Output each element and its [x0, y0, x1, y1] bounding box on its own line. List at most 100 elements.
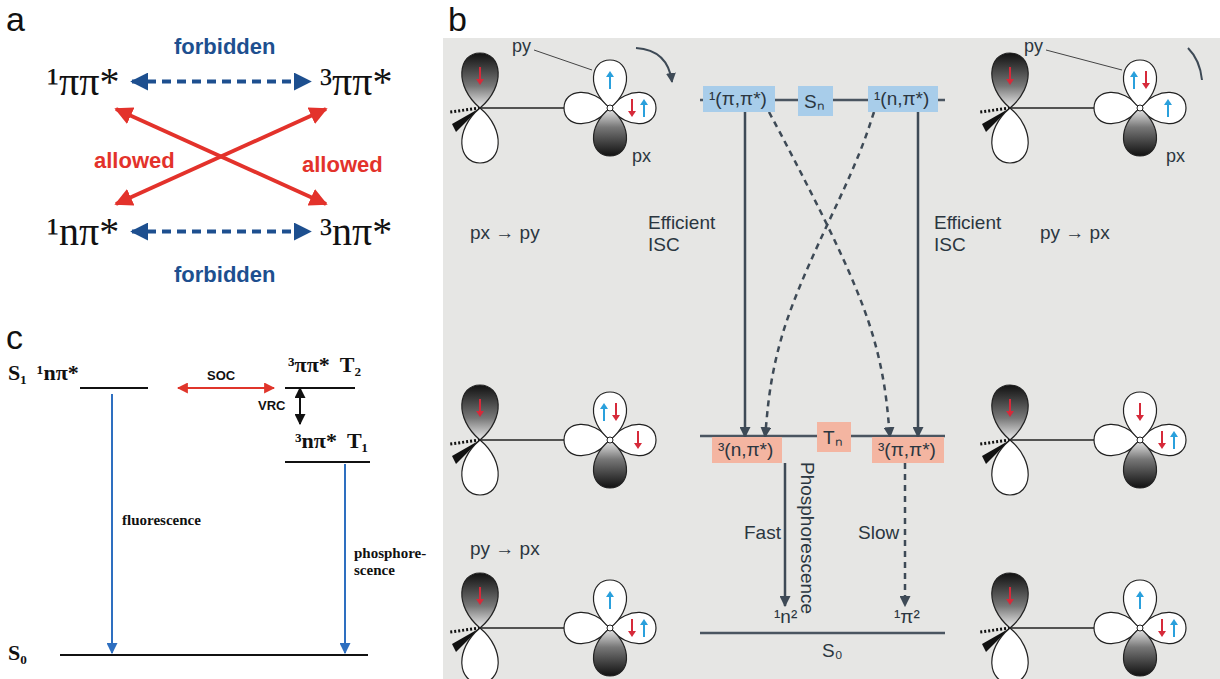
electron-spin-head: [1130, 71, 1138, 77]
transition-arrow: [744, 112, 747, 437]
electron-spin-head: [1142, 83, 1150, 89]
state-label: S₀: [820, 640, 845, 662]
electron-spin-head: [476, 411, 484, 417]
electron-spin: [1139, 595, 1141, 609]
orbital-figure: [980, 53, 1186, 163]
level-text: ³ππ*: [288, 352, 330, 377]
panel-label: c: [6, 318, 23, 357]
orbital-figure: [450, 53, 656, 163]
level-text: ¹n²: [774, 606, 797, 627]
level-text: ¹nπ*: [37, 360, 79, 385]
electron-spin-head: [476, 599, 484, 605]
panel-ground: [443, 38, 1220, 679]
electron-spin: [479, 399, 481, 413]
transition-arrow: [784, 463, 787, 606]
electron-spin-head: [1006, 79, 1014, 85]
state-label: ³ππ*: [318, 58, 397, 105]
transition-label: Efficient ISC: [934, 212, 1018, 256]
transition-arrow: [769, 112, 890, 437]
level-text: ¹ππ*: [47, 59, 119, 104]
transition-arrow: [178, 387, 274, 389]
orbital-lobe: [992, 628, 1028, 679]
state-label: ¹nπ*: [45, 208, 124, 255]
electron-spin: [631, 99, 633, 113]
electron-spin: [1145, 71, 1147, 85]
orbital-lobe: [992, 108, 1028, 163]
orbital-lobe: [992, 440, 1028, 495]
electron-spin: [603, 407, 605, 421]
nucleus: [1137, 625, 1143, 631]
electron-spin-head: [1136, 415, 1144, 421]
orbital-figure: [450, 573, 656, 679]
electron-spin: [1133, 75, 1135, 89]
transition-label: fluorescence: [122, 512, 201, 529]
electron-spin: [479, 587, 481, 601]
orbital-figure: [450, 385, 656, 495]
level-text: ¹(π,π*): [709, 88, 767, 109]
orbital-change: py → px: [1040, 222, 1110, 244]
curved-arrow: [636, 48, 672, 82]
level-text: ³nπ*: [320, 209, 392, 254]
level-text: T₂: [340, 352, 361, 377]
electron-spin: [1161, 619, 1163, 633]
electron-spin-head: [1006, 599, 1014, 605]
rate-label: Fast: [744, 522, 781, 544]
level-text: ¹π²: [894, 606, 920, 627]
level-text: S₁: [8, 360, 27, 385]
electron-spin-head: [640, 619, 648, 625]
orbital-lobe: [462, 628, 498, 679]
level-text: ³nπ*: [295, 428, 337, 453]
electron-spin-head: [628, 111, 636, 117]
electron-spin-head: [1136, 591, 1144, 597]
orbital-lobe: [593, 60, 626, 108]
electron-spin: [1173, 623, 1175, 637]
orbital-lobe: [992, 573, 1028, 628]
electron-spin-head: [628, 631, 636, 637]
transition-label: allowed: [92, 148, 177, 174]
orbital-lobe: [1123, 60, 1156, 108]
transition-label: VRC: [258, 398, 285, 413]
leader-line: [1046, 50, 1122, 70]
transition-label: phosphore- scence: [354, 545, 416, 579]
level-line: [80, 387, 148, 389]
electron-spin: [1009, 67, 1011, 81]
electron-spin-head: [640, 99, 648, 105]
transition-arrow: [344, 464, 346, 653]
transition-arrow: [765, 112, 874, 437]
electron-spin: [643, 623, 645, 637]
level-text: ³(n,π*): [718, 439, 773, 460]
electron-spin: [615, 403, 617, 417]
level-text: Tₙ: [823, 427, 843, 448]
transition-arrow: [904, 463, 907, 606]
panel-label: a: [6, 0, 25, 39]
panel-label: b: [448, 0, 467, 39]
level-text: T₁: [347, 428, 368, 453]
transition-arrow: [917, 112, 920, 437]
level-line: [700, 632, 945, 635]
singlet-box: ¹(n,π*): [868, 86, 938, 112]
transition-arrow: [132, 80, 310, 84]
electron-spin-head: [1158, 631, 1166, 637]
state-label: ¹ππ*: [45, 58, 124, 105]
orbital-lobe: [593, 108, 626, 156]
transition-label: forbidden: [172, 34, 277, 60]
orbital-label: py: [1024, 36, 1043, 57]
electron-spin-head: [606, 71, 614, 77]
transition-label: SOC: [207, 368, 235, 383]
electron-spin-head: [612, 415, 620, 421]
electron-spin: [1161, 431, 1163, 445]
orbital-lobe: [992, 385, 1028, 440]
orbital-lobe: [1123, 628, 1156, 676]
level-line: [285, 461, 370, 463]
orbital-lobe: [1123, 440, 1156, 488]
energy-level: ³ππ* T₂: [288, 352, 398, 378]
transition-label: Efficient ISC: [648, 212, 732, 256]
electron-spin-head: [1158, 443, 1166, 449]
transition-arrow: [132, 230, 310, 234]
electron-spin: [1139, 403, 1141, 417]
orbital-change: py → px: [470, 538, 540, 560]
electron-spin-head: [1006, 411, 1014, 417]
singlet-box: Sₙ: [798, 86, 833, 116]
state-label: ³nπ*: [318, 208, 397, 255]
